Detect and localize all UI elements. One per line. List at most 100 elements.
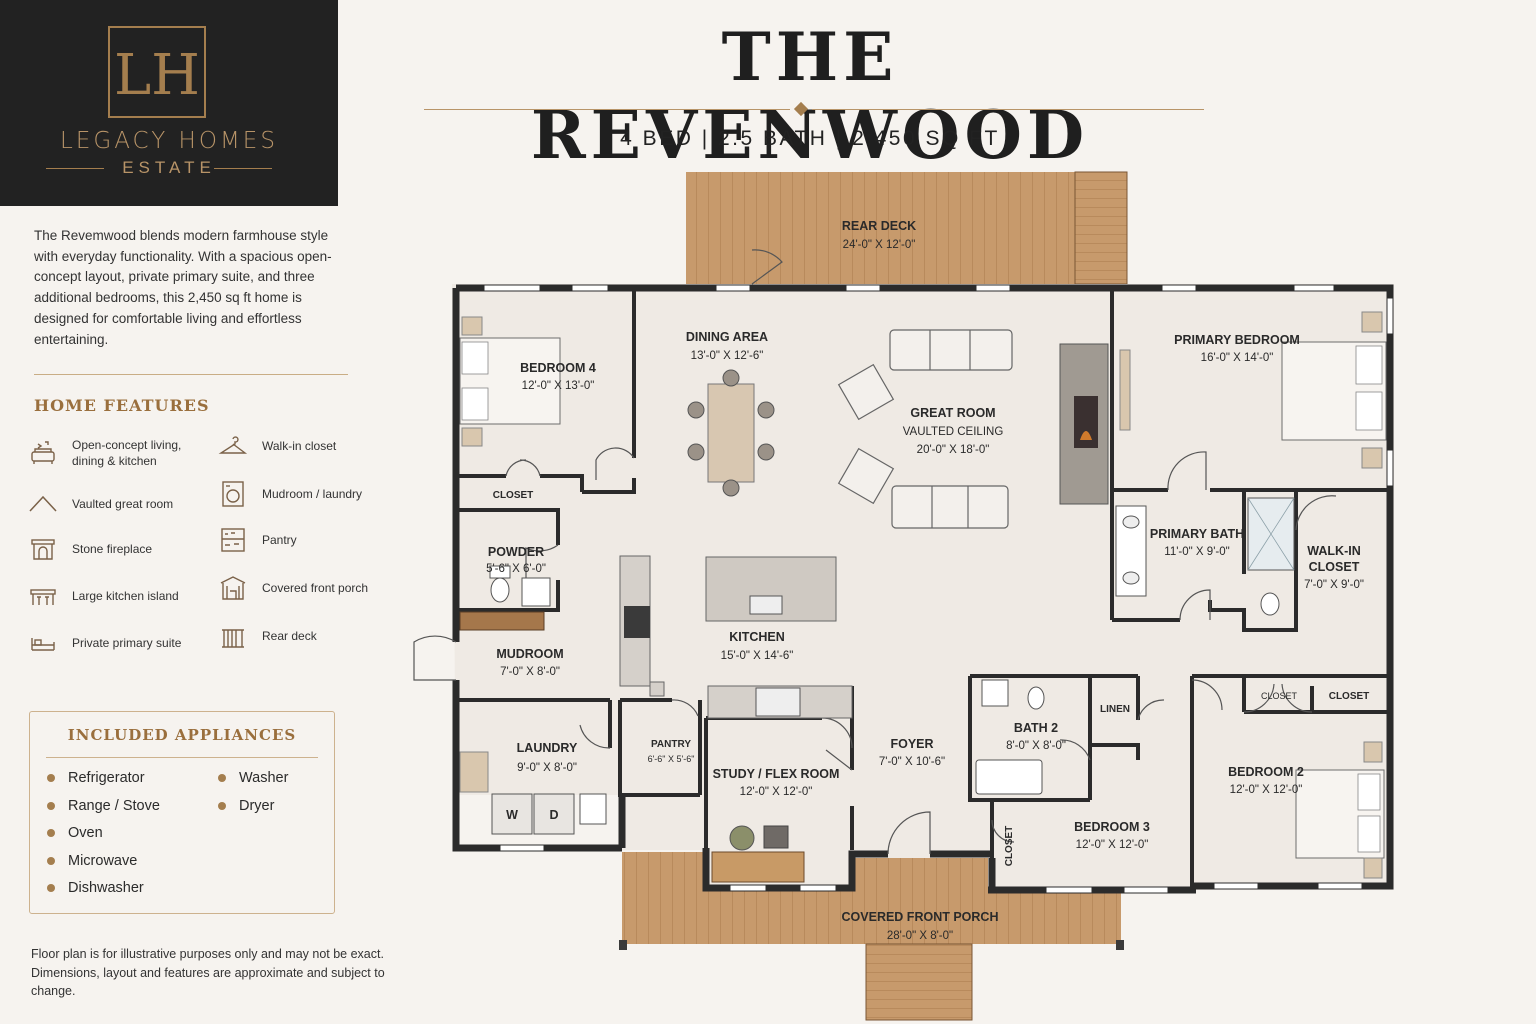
appliance-item: Washer bbox=[218, 770, 288, 786]
feature-item: Open-concept living,dining & kitchen bbox=[28, 437, 181, 469]
washer-dryer bbox=[459, 751, 607, 835]
interior-walls bbox=[456, 288, 1390, 890]
toilet-icon bbox=[489, 565, 551, 607]
bed-icon bbox=[1295, 741, 1385, 879]
feature-item: Rear deck bbox=[218, 621, 317, 651]
vaulted-roof-icon bbox=[29, 495, 57, 512]
appliance-item: Range / Stove bbox=[47, 798, 160, 814]
mudroom-bench bbox=[459, 611, 545, 631]
porch-icon bbox=[220, 576, 246, 600]
pantry-shelf-icon bbox=[221, 528, 245, 552]
bed-icon bbox=[459, 316, 561, 447]
feature-label: Vaulted great room bbox=[72, 497, 174, 511]
dryer-label: D bbox=[549, 808, 558, 822]
walkin-dim: 7'-0" X 9'-0" bbox=[1304, 579, 1364, 591]
kitchen-island-icon bbox=[30, 589, 56, 605]
title-divider-left bbox=[424, 109, 790, 110]
kitchen-name: KITCHEN bbox=[729, 630, 785, 644]
great-room-note: VAULTED CEILING bbox=[903, 426, 1004, 438]
front-porch-dim: 28'-0" X 8'-0" bbox=[887, 930, 953, 942]
brand-divider-left bbox=[46, 168, 104, 169]
sofa-icon bbox=[31, 441, 55, 464]
kitchen-counter bbox=[619, 555, 853, 719]
feature-label: Private primary suite bbox=[72, 636, 182, 650]
closet-b-name: CLOSET bbox=[1329, 691, 1370, 702]
room-labels: REAR DECK 24'-0" X 12'-0" DINING AREA 13… bbox=[486, 219, 1369, 942]
study-desk bbox=[711, 825, 805, 883]
appliances-panel: INCLUDED APPLIANCES Refrigerator Range /… bbox=[29, 711, 335, 914]
feature-label: Covered front porch bbox=[262, 581, 369, 595]
intro-text: The Revemwood blends modern farmhouse st… bbox=[34, 228, 332, 347]
porch-post bbox=[1116, 940, 1124, 950]
front-porch-name: COVERED FRONT PORCH bbox=[842, 910, 999, 924]
bedroom4-name: BEDROOM 4 bbox=[520, 361, 596, 375]
brand-logo: LH LEGACY HOMES ESTATE bbox=[0, 0, 338, 206]
primary-bedroom-dim: 16'-0" X 14'-0" bbox=[1201, 352, 1274, 364]
study-dim: 12'-0" X 12'-0" bbox=[740, 786, 813, 798]
bathtub-icon bbox=[975, 679, 1045, 795]
title-divider-right bbox=[812, 109, 1204, 110]
monogram-logo-icon: LH bbox=[108, 26, 206, 118]
laundry-name: LAUNDRY bbox=[517, 741, 578, 755]
feature-label: Pantry bbox=[262, 533, 297, 547]
feature-item: Covered front porch bbox=[218, 573, 368, 603]
walkin-name-2: CLOSET bbox=[1309, 560, 1360, 574]
brand-divider-right bbox=[214, 168, 272, 169]
bedroom4-dim: 12'-0" X 13'-0" bbox=[522, 380, 595, 392]
rear-deck-name: REAR DECK bbox=[842, 219, 916, 233]
feature-label: Open-concept living, bbox=[72, 438, 182, 452]
pantry-name: PANTRY bbox=[651, 739, 691, 750]
closet-b3-name: CLOSET bbox=[1004, 826, 1015, 867]
feature-item: Pantry bbox=[218, 525, 297, 555]
washer-icon bbox=[222, 481, 244, 507]
appliances-title: INCLUDED APPLIANCES bbox=[67, 726, 297, 744]
washer-label: W bbox=[506, 808, 518, 822]
kitchen-dim: 15'-0" X 14'-6" bbox=[721, 650, 794, 662]
powder-dim: 5'-6" X 6'-0" bbox=[486, 563, 546, 575]
feature-item: Walk-in closet bbox=[218, 431, 336, 461]
porch-post bbox=[619, 940, 627, 950]
house-floor bbox=[452, 284, 1394, 890]
closet-a-name: CLOSET bbox=[1261, 691, 1298, 701]
appliance-item: Oven bbox=[47, 825, 103, 841]
fireplace-icon bbox=[31, 539, 55, 560]
feature-item: Mudroom / laundry bbox=[218, 479, 362, 509]
sofa-icon bbox=[837, 329, 1013, 529]
linen-name: LINEN bbox=[1100, 704, 1130, 715]
appliance-item: Refrigerator bbox=[47, 770, 145, 786]
features-title: HOME FEATURES bbox=[34, 396, 210, 415]
bedroom3-name: BEDROOM 3 bbox=[1074, 820, 1150, 834]
disclaimer-text: Floor plan is for illustrative purposes … bbox=[31, 947, 385, 998]
feature-label: Mudroom / laundry bbox=[262, 487, 363, 501]
pantry-dim: 6'-6" X 5'-6" bbox=[648, 754, 695, 764]
bedroom2-name: BEDROOM 2 bbox=[1228, 765, 1304, 779]
vanity-icon bbox=[1115, 497, 1295, 616]
deck-icon bbox=[222, 629, 244, 648]
powder-name: POWDER bbox=[488, 545, 544, 559]
brand-sub: ESTATE bbox=[122, 158, 216, 177]
hanger-icon bbox=[218, 436, 248, 454]
bed-icon bbox=[31, 638, 55, 651]
feature-label: Stone fireplace bbox=[72, 542, 153, 556]
laundry-dim: 9'-0" X 8'-0" bbox=[517, 762, 577, 774]
appliances-divider bbox=[46, 757, 318, 758]
windows bbox=[483, 284, 1394, 894]
primary-bath-dim: 11'-0" X 9'-0" bbox=[1164, 546, 1229, 558]
bedroom2-dim: 12'-0" X 12'-0" bbox=[1230, 784, 1303, 796]
dining-table bbox=[687, 369, 775, 497]
bedroom3-dim: 12'-0" X 12'-0" bbox=[1076, 839, 1149, 851]
rear-deck-dim: 24'-0" X 12'-0" bbox=[843, 239, 916, 251]
kitchen-island bbox=[705, 556, 837, 622]
feature-item: Private primary suite bbox=[28, 628, 181, 658]
fireplace-icon bbox=[1059, 343, 1131, 505]
dining-name: DINING AREA bbox=[686, 330, 768, 344]
walkin-name-1: WALK-IN bbox=[1307, 544, 1360, 558]
primary-bedroom-name: PRIMARY BEDROOM bbox=[1174, 333, 1300, 347]
appliance-item: Dishwasher bbox=[47, 880, 144, 896]
feature-label: Rear deck bbox=[262, 629, 317, 643]
section-divider bbox=[34, 374, 348, 375]
feature-item: Stone fireplace bbox=[28, 534, 152, 564]
rear-deck bbox=[686, 172, 1075, 284]
front-porch-stairs bbox=[865, 943, 973, 1021]
great-room-dim: 20'-0" X 18'-0" bbox=[917, 444, 990, 456]
